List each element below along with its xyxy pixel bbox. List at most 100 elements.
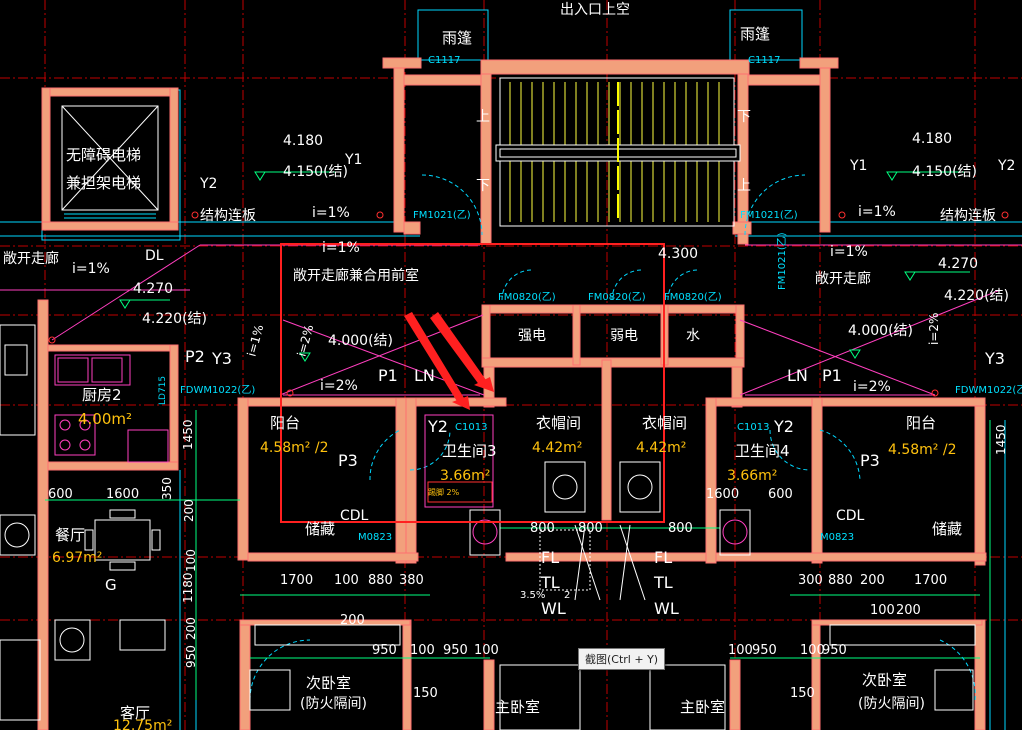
dim-800-center1: 800 [530, 521, 555, 536]
window-c1013-right: C1013 [737, 422, 769, 433]
dim-880-left: 880 [368, 573, 393, 588]
room-master-bedroom-right: 主卧室 [680, 698, 725, 716]
room-storage-right: 储藏 [932, 520, 962, 538]
dim-150-right: 150 [790, 686, 815, 701]
dim-150-left: 150 [413, 686, 438, 701]
room-bath3: 卫生间3 [442, 442, 497, 460]
tag-y3-right: Y3 [984, 349, 1005, 368]
door-fm0820-1: FM0820(乙) [498, 291, 556, 303]
dim-100-right2: 100 [800, 643, 825, 658]
screenshot-tooltip: 截图(Ctrl + Y) [578, 648, 666, 670]
room-cloakroom-left: 衣帽间 [536, 414, 581, 432]
room-living: 客厅 [120, 704, 150, 722]
dim-100-left1: 100 [334, 573, 359, 588]
room-second-bedroom-right: 次卧室 [862, 671, 907, 689]
window-tag-c1117-right: C1117 [748, 55, 780, 66]
slope-left-3: i=2% [320, 378, 358, 394]
door-fdwm-left: FDWM1022(乙) [180, 384, 255, 396]
room-water: 水 [686, 328, 700, 344]
slope-right-2: i=1% [830, 244, 868, 260]
dim-100-mid3: 100 [728, 643, 753, 658]
slope-right-4: i=2% [927, 313, 941, 345]
door-swings [249, 174, 976, 701]
pipe-tl-right: TL [653, 573, 673, 592]
fixtures [0, 324, 976, 730]
tag-3s: 3.5% [520, 590, 545, 601]
slope-left-2: i=1% [72, 261, 110, 277]
dim-350: 350 [160, 477, 174, 500]
dim-380: 380 [399, 573, 424, 588]
dim-100-mid: 100 [410, 643, 435, 658]
door-fdwm-right: FDWM1022(乙) [955, 384, 1022, 396]
open-corridor-left: 敞开走廊 [3, 250, 59, 267]
top-title: 出入口上空 [560, 2, 630, 18]
open-corridor-right: 敞开走廊 [815, 270, 871, 287]
dim-100-v: 100 [184, 549, 198, 572]
y1-left: Y1 [344, 152, 362, 168]
room-kitchen: 厨房2 [82, 386, 122, 404]
tag-y2-center-right: Y2 [773, 417, 794, 436]
level-4180-right: 4.180 [912, 131, 952, 147]
dim-800-center2: 800 [578, 521, 603, 536]
walls [37, 57, 987, 730]
room-storage-left: 储藏 [305, 520, 335, 538]
level-4150-right: 4.150(结) [912, 164, 977, 180]
pipe-wl-right: WL [654, 599, 679, 618]
window-c1013-left: C1013 [455, 422, 487, 433]
room-balcony-left-area: 4.58m² /2 [260, 440, 329, 456]
arrow-annotation-2 [430, 312, 486, 386]
room-cloakroom-right-area: 4.42m² [636, 440, 686, 456]
tag-y3-left: Y3 [211, 349, 232, 368]
y1-right: Y1 [849, 158, 867, 174]
dim-1600-right: 1600 [706, 487, 739, 502]
window-tag-c1117-left: C1117 [428, 55, 460, 66]
tag-p2: P2 [185, 347, 205, 366]
tag-p3-right: P3 [860, 451, 880, 470]
door-fm0820-3: FM0820(乙) [664, 291, 722, 303]
slope-lines [0, 244, 1022, 396]
level-4270-right: 4.270 [938, 256, 978, 272]
elevator-y2: Y2 [199, 176, 217, 192]
tag-p3-left: P3 [338, 451, 358, 470]
room-living-area: 12.75m² [113, 718, 172, 730]
level-4220-left: 4.220(结) [142, 311, 207, 327]
slope-right-3: i=2% [853, 379, 891, 395]
arrow-annotation-1 [404, 312, 464, 403]
dim-300-right: 300 [798, 573, 823, 588]
dim-950-4: 950 [822, 643, 847, 658]
dim-1450-right: 1450 [994, 424, 1008, 455]
dim-200-h: 200 [340, 613, 365, 628]
struct-slab-right: 结构连板 [940, 208, 996, 224]
pipe-fl-left: FL [541, 548, 559, 567]
tag-p1-left: P1 [378, 366, 398, 385]
room-second-bedroom-right-sub: (防火隔间) [858, 696, 925, 712]
dim-1700-right: 1700 [914, 573, 947, 588]
door-m0823-left: M0823 [358, 532, 392, 543]
pipe-tl-left: TL [540, 573, 560, 592]
corridor-hall-label: 敞开走廊兼合用前室 [293, 267, 419, 284]
dim-1700-left: 1700 [280, 573, 313, 588]
stair-flight [495, 77, 741, 227]
column-markers [48, 211, 1009, 397]
room-cloakroom-left-area: 4.42m² [532, 440, 582, 456]
dim-1450: 1450 [181, 419, 195, 450]
dim-880-right: 880 [828, 573, 853, 588]
room-strong-power: 强电 [518, 328, 546, 344]
dim-950-1: 950 [372, 643, 397, 658]
dim-1600-left: 1600 [106, 487, 139, 502]
door-fm1021-left: FM1021(乙) [413, 209, 471, 221]
door-m0823-right: M0823 [820, 532, 854, 543]
elevator-shaft [61, 105, 159, 219]
bath3-note: 踢脚 2% [428, 487, 460, 497]
room-second-bedroom-left-sub: (防火隔间) [300, 696, 367, 712]
struct-slab-left: 结构连板 [200, 208, 256, 224]
dim-950-v: 950 [184, 645, 198, 668]
g-mark: G [105, 576, 117, 594]
dim-600-right: 600 [768, 487, 793, 502]
elevator-label-1: 无障碍电梯 [66, 146, 141, 164]
door-fm0820-2: FM0820(乙) [588, 291, 646, 303]
slope-left-1: i=1% [312, 205, 350, 221]
room-bath4: 卫生间4 [735, 442, 790, 460]
level-4000-left: 4.000(结) [328, 333, 393, 349]
